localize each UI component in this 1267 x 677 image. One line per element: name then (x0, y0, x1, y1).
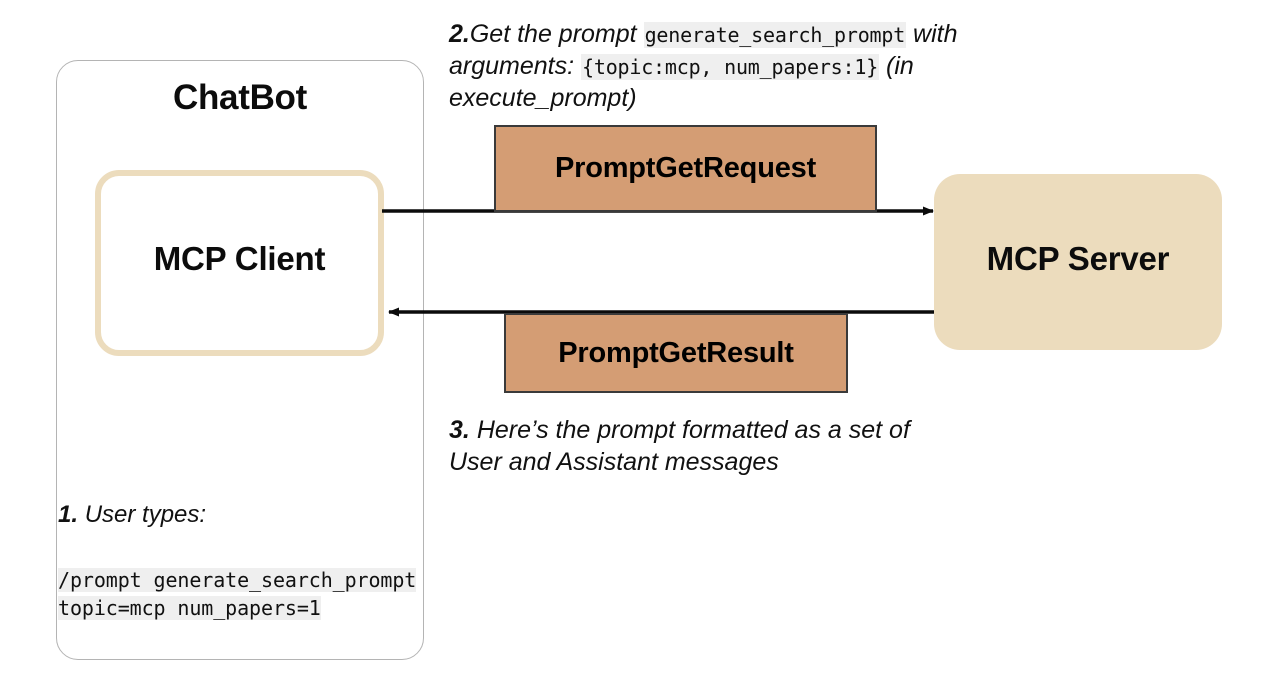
note-step-1-text: User types: (84, 501, 207, 528)
mcp-server-box (934, 174, 1222, 350)
chatbot-title: ChatBot (173, 78, 307, 117)
note-step-2-number: 2. (449, 20, 470, 48)
note-step-2-part2: with arguments: (449, 20, 958, 80)
prompt-get-result-box: PromptGetResult (504, 313, 848, 393)
note-step-2-code1: generate_search_prompt (643, 22, 907, 48)
note-step-2: 2.Get the prompt generate_search_prompt … (449, 18, 1049, 114)
prompt-get-result-label: PromptGetResult (558, 336, 794, 369)
user-command-code-block: /prompt generate_search_prompt topic=mcp … (58, 566, 430, 623)
note-step-3-number: 3. (449, 416, 470, 444)
note-step-2-part1: Get the prompt (469, 20, 644, 48)
mcp-client-box (95, 170, 384, 356)
note-step-1: 1. User types: (58, 500, 418, 531)
prompt-get-request-box: PromptGetRequest (494, 125, 877, 212)
mcp-client-label: MCP Client (153, 240, 326, 277)
code-line-1: /prompt generate_search_prompt (58, 568, 417, 592)
note-step-3-text: Here’s the prompt formatted as a set of … (449, 416, 910, 476)
note-step-2-part3: (in execute_prompt) (449, 52, 914, 112)
note-step-1-number: 1. (58, 501, 79, 528)
chatbot-container (56, 60, 424, 660)
note-step-2-code2: {topic:mcp, num_papers:1} (581, 54, 880, 80)
note-step-3: 3. Here’s the prompt formatted as a set … (449, 414, 969, 478)
mcp-server-label: MCP Server (986, 240, 1170, 277)
prompt-get-request-label: PromptGetRequest (554, 152, 817, 184)
code-line-2: topic=mcp num_papers=1 (58, 596, 321, 621)
